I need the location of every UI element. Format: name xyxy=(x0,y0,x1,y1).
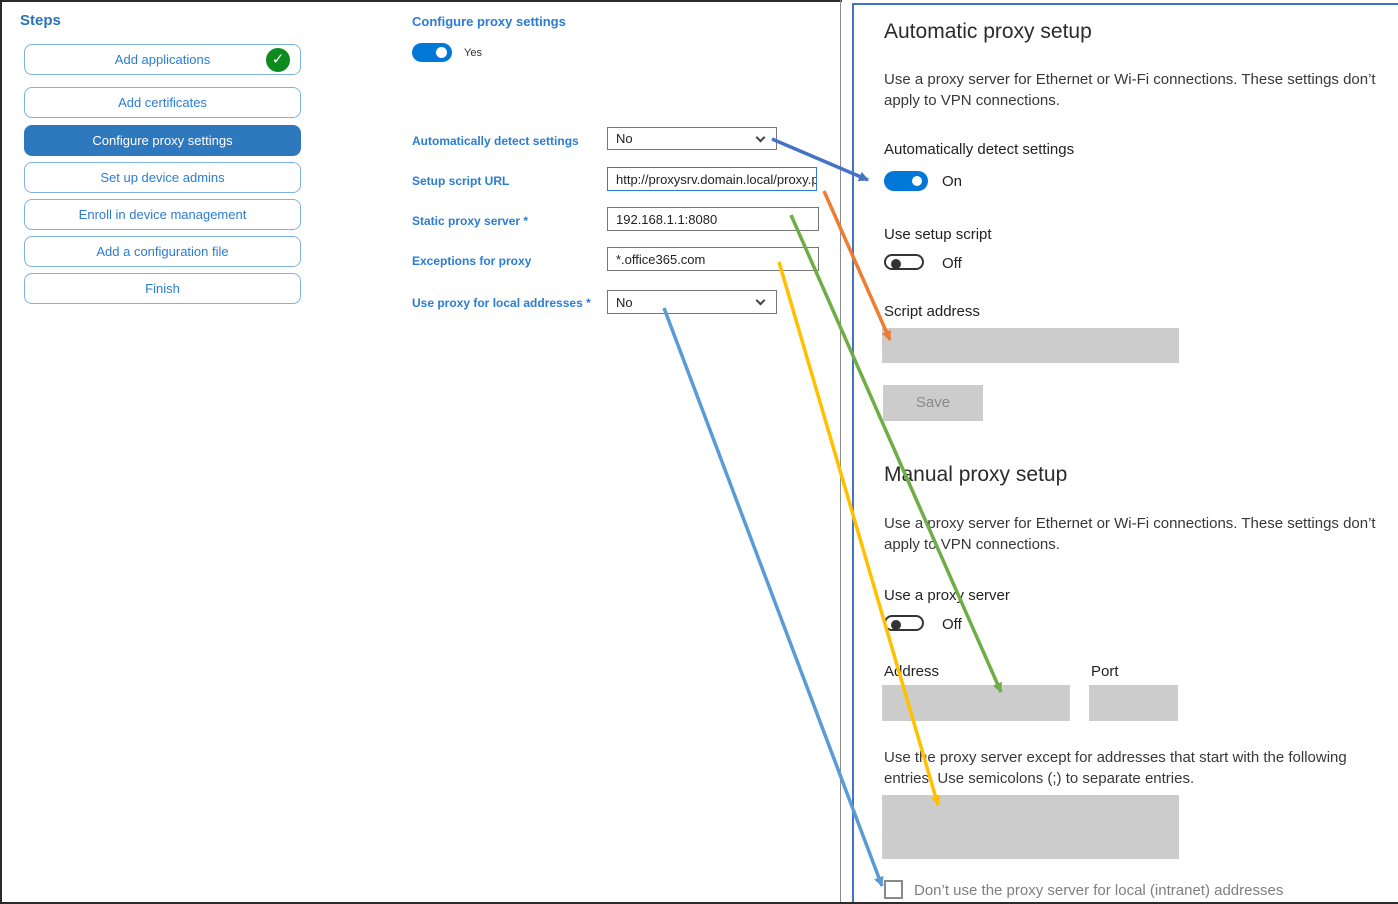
detect-settings-toggle[interactable] xyxy=(884,171,928,191)
automatic-proxy-description: Use a proxy server for Ethernet or Wi-Fi… xyxy=(884,71,1376,109)
field-label-setup-script-url: Setup script URL xyxy=(412,174,510,188)
field-label-static-proxy: Static proxy server * xyxy=(412,214,529,228)
port-input[interactable] xyxy=(1089,685,1178,721)
completed-check-icon: ✓ xyxy=(266,48,290,72)
step-label: Add a configuration file xyxy=(96,244,229,259)
use-proxy-server-label: Use a proxy server xyxy=(884,587,1010,604)
toggle-knob xyxy=(891,620,901,630)
save-button[interactable]: Save xyxy=(883,385,983,421)
proxy-exceptions-description: Use the proxy server except for addresse… xyxy=(884,749,1347,787)
step-label: Configure proxy settings xyxy=(92,133,233,148)
steps-heading: Steps xyxy=(20,12,61,29)
chevron-down-icon xyxy=(755,295,766,306)
static-proxy-value: 192.168.1.1:8080 xyxy=(616,211,718,227)
use-proxy-server-state: Off xyxy=(942,616,962,633)
step-add-certificates[interactable]: Add certificates xyxy=(24,87,301,118)
exceptions-value: *.office365.com xyxy=(616,251,706,267)
step-label: Enroll in device management xyxy=(78,207,247,222)
windows-proxy-settings-panel: Automatic proxy setup Use a proxy server… xyxy=(852,3,1398,902)
local-addresses-select[interactable]: No xyxy=(607,290,777,314)
detect-settings-label: Automatically detect settings xyxy=(884,141,1075,158)
step-label: Add certificates xyxy=(118,95,207,110)
step-add-applications[interactable]: Add applications ✓ xyxy=(24,44,301,75)
exceptions-input[interactable]: *.office365.com xyxy=(607,247,819,271)
auto-detect-select[interactable]: No xyxy=(607,127,777,150)
toggle-knob xyxy=(436,47,447,58)
step-label: Finish xyxy=(145,281,180,296)
use-setup-script-state: Off xyxy=(942,255,962,272)
local-addresses-value: No xyxy=(616,294,633,310)
auto-detect-value: No xyxy=(616,131,633,146)
step-label: Add applications xyxy=(114,52,211,67)
port-label: Port xyxy=(1091,663,1119,680)
local-addresses-checkbox[interactable] xyxy=(884,880,903,899)
field-label-local-addresses: Use proxy for local addresses * xyxy=(412,296,591,310)
setup-script-url-input[interactable]: http://proxysrv.domain.local/proxy.pa xyxy=(607,167,817,191)
toggle-knob xyxy=(912,176,922,186)
toggle-knob xyxy=(891,259,901,269)
script-address-input[interactable] xyxy=(882,328,1179,363)
step-enroll-device-management[interactable]: Enroll in device management xyxy=(24,199,301,230)
chevron-down-icon xyxy=(755,132,766,143)
configure-proxy-toggle-state: Yes xyxy=(464,47,482,59)
step-label: Set up device admins xyxy=(100,170,225,185)
local-addresses-checkbox-label: Don’t use the proxy server for local (in… xyxy=(914,882,1284,899)
use-proxy-server-toggle[interactable] xyxy=(884,615,924,631)
step-configure-proxy-settings[interactable]: Configure proxy settings xyxy=(24,125,301,156)
static-proxy-input[interactable]: 192.168.1.1:8080 xyxy=(607,207,819,231)
use-setup-script-label: Use setup script xyxy=(884,226,992,243)
manual-proxy-heading: Manual proxy setup xyxy=(884,463,1068,486)
use-setup-script-toggle[interactable] xyxy=(884,254,924,270)
step-add-configuration-file[interactable]: Add a configuration file xyxy=(24,236,301,267)
address-label: Address xyxy=(884,663,940,680)
field-label-auto-detect: Automatically detect settings xyxy=(412,134,579,148)
vertical-divider xyxy=(840,0,841,902)
field-label-exceptions: Exceptions for proxy xyxy=(412,254,532,268)
arrow-use-proxy-local-addresses xyxy=(662,307,884,887)
detect-settings-state: On xyxy=(942,173,963,190)
address-input[interactable] xyxy=(882,685,1070,721)
proxy-exceptions-textarea[interactable] xyxy=(882,795,1179,859)
step-finish[interactable]: Finish xyxy=(24,273,301,304)
window-top-border xyxy=(2,0,842,2)
automatic-proxy-heading: Automatic proxy setup xyxy=(884,20,1092,43)
form-title: Configure proxy settings xyxy=(412,14,566,29)
configure-proxy-toggle[interactable] xyxy=(412,43,452,62)
step-set-up-device-admins[interactable]: Set up device admins xyxy=(24,162,301,193)
manual-proxy-description: Use a proxy server for Ethernet or Wi-Fi… xyxy=(884,515,1376,553)
script-address-label: Script address xyxy=(884,303,980,320)
setup-script-url-value: http://proxysrv.domain.local/proxy.pa xyxy=(616,171,817,187)
